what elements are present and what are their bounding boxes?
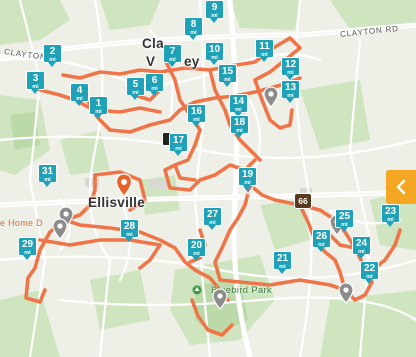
start-location-pin-icon[interactable] bbox=[115, 173, 133, 197]
chevron-left-icon bbox=[396, 179, 406, 195]
park-label-bluebird: Bluebird Park bbox=[211, 285, 272, 296]
map-pin-icon[interactable] bbox=[52, 218, 68, 240]
town-label-partial-2: V bbox=[146, 54, 156, 69]
poi-label-home-depot: e Home D bbox=[0, 218, 43, 228]
town-label-ellisville: Ellisville bbox=[88, 195, 146, 210]
map-pin-icon[interactable] bbox=[263, 86, 279, 108]
collapse-panel-button[interactable] bbox=[386, 170, 416, 204]
park-icon bbox=[192, 285, 202, 295]
town-label-partial: Cla bbox=[142, 36, 164, 51]
map-pin-icon[interactable] bbox=[212, 288, 228, 310]
town-label-partial-3: ey bbox=[184, 54, 200, 69]
map-pin-icon[interactable] bbox=[338, 282, 354, 304]
highway-66-shield: 66 bbox=[294, 193, 312, 209]
